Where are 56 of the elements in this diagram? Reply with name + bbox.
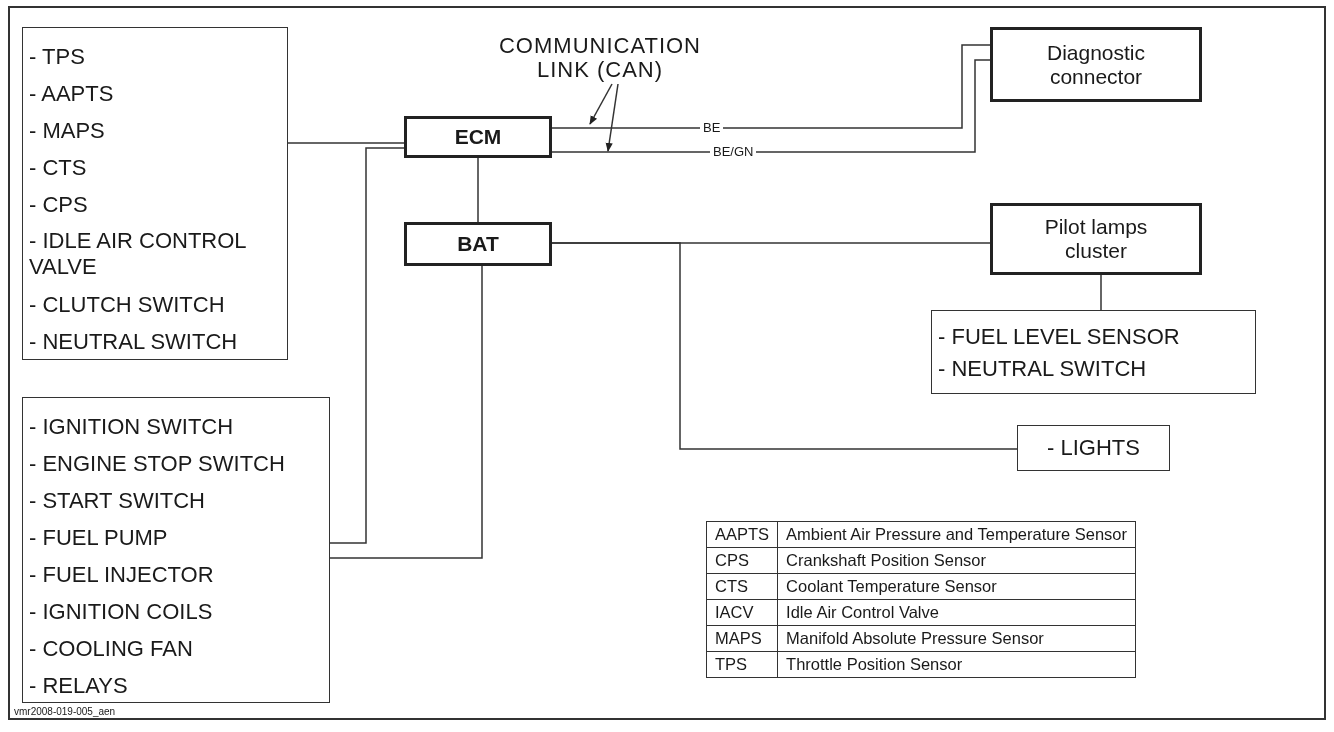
list-item: - MAPS (29, 117, 105, 145)
definition-cell: Idle Air Control Valve (777, 599, 1136, 626)
component-box (1017, 425, 1170, 471)
wire (551, 44, 991, 129)
list-item: - AAPTS (29, 80, 114, 108)
list-item: - IGNITION SWITCH (29, 413, 234, 441)
definition-cell: Manifold Absolute Pressure Sensor (777, 625, 1136, 652)
wire (551, 242, 1018, 450)
wire (329, 147, 405, 544)
list-item: - NEUTRAL SWITCH (938, 355, 1147, 383)
list-item: - FUEL PUMP (29, 524, 168, 552)
list-item: - CLUTCH SWITCH (29, 291, 225, 319)
abbreviation-cell: IACV (706, 599, 778, 626)
definition-cell: Coolant Temperature Sensor (777, 573, 1136, 600)
module-box (404, 116, 552, 158)
list-item: - TPS (29, 43, 85, 71)
component-list-box (22, 397, 330, 703)
abbreviation-cell: MAPS (706, 625, 778, 652)
abbreviation-cell: CTS (706, 573, 778, 600)
box-title: Diagnostic connector (1045, 40, 1147, 89)
list-item: - FUEL LEVEL SENSOR (938, 323, 1180, 351)
list-item: - START SWITCH (29, 487, 205, 515)
abbreviation-cell: TPS (706, 651, 778, 678)
leader-arrow (605, 83, 619, 152)
list-item: - IDLE AIR CONTROL VALVE (29, 227, 247, 281)
cluster-box (990, 203, 1202, 275)
definition-cell: Crankshaft Position Sensor (777, 547, 1136, 574)
definition-cell: Ambient Air Pressure and Temperature Sensor (777, 521, 1136, 548)
wire (551, 59, 991, 153)
component-label: - LIGHTS (1047, 436, 1140, 460)
module-box (404, 222, 552, 266)
wire (1100, 274, 1102, 311)
box-title: ECM (454, 125, 502, 149)
list-item: - FUEL INJECTOR (29, 561, 214, 589)
component-list-box (931, 310, 1256, 394)
list-item: - CTS (29, 154, 87, 182)
list-item: - ENGINE STOP SWITCH (29, 450, 285, 478)
box-title: Pilot lamps cluster (1043, 215, 1149, 263)
definition-cell: Throttle Position Sensor (777, 651, 1136, 678)
list-item: - NEUTRAL SWITCH (29, 328, 238, 356)
wire-color-label: BE/GN (710, 144, 757, 159)
wire (287, 142, 405, 144)
list-item: - CPS (29, 191, 88, 219)
list-item: - RELAYS (29, 672, 128, 700)
leader-arrow (589, 83, 613, 125)
box-title: BAT (457, 232, 499, 256)
callout-text: COMMUNICATION LINK (CAN) (480, 30, 720, 86)
abbreviation-cell: AAPTS (706, 521, 778, 548)
list-item: - COOLING FAN (29, 635, 193, 663)
component-list-box (22, 27, 288, 360)
list-item: - IGNITION COILS (29, 598, 213, 626)
connector-box (990, 27, 1202, 102)
abbreviation-cell: CPS (706, 547, 778, 574)
wire (329, 265, 483, 559)
wire (477, 157, 479, 223)
wire-color-label: BE (700, 120, 724, 135)
